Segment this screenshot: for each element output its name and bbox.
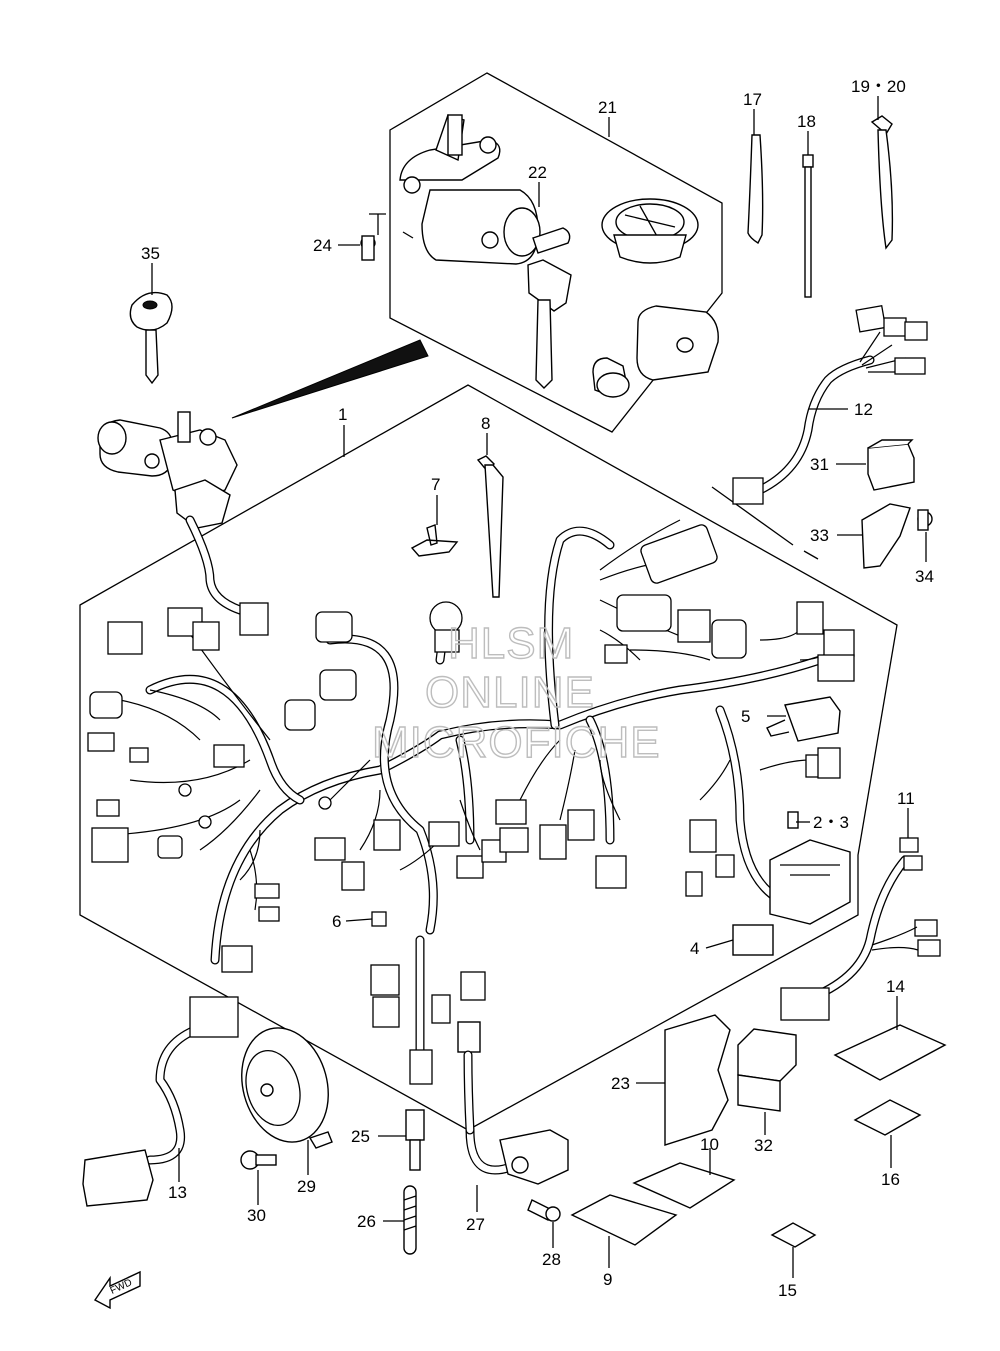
label-16 xyxy=(853,1099,922,1136)
label-15 xyxy=(770,1222,817,1248)
callout-labels: 1 2・3 4 5 6 7 8 9 10 11 12 13 14 15 16 1… xyxy=(141,77,934,1300)
callout-17: 17 xyxy=(743,90,762,109)
callout-31: 31 xyxy=(810,455,829,474)
callout-10: 10 xyxy=(700,1135,719,1154)
cable-tie-19-20 xyxy=(870,115,894,250)
callout-35: 35 xyxy=(141,244,160,263)
spring-26 xyxy=(403,1185,417,1255)
callout-28: 28 xyxy=(542,1250,561,1269)
callout-15: 15 xyxy=(778,1281,797,1300)
callout-4: 4 xyxy=(690,939,699,958)
callout-29: 29 xyxy=(297,1177,316,1196)
callout-33: 33 xyxy=(810,526,829,545)
plate-23 xyxy=(664,1014,731,1146)
callout-14: 14 xyxy=(886,977,905,996)
ignition-set-box xyxy=(389,72,723,433)
switch-25 xyxy=(405,1109,425,1171)
callout-7: 7 xyxy=(431,475,440,494)
bolt-30 xyxy=(240,1150,277,1170)
callout-21: 21 xyxy=(598,98,617,117)
ignition-lock-assembly xyxy=(360,114,719,398)
connector-4 xyxy=(732,924,774,956)
bolt-34 xyxy=(917,509,933,531)
screw-28 xyxy=(527,1199,561,1222)
sub-harness-13 xyxy=(82,996,239,1207)
label-10 xyxy=(632,1162,736,1209)
callout-13: 13 xyxy=(168,1183,187,1202)
cable-tie-18 xyxy=(802,154,814,298)
leader-lines xyxy=(151,96,927,1278)
main-harness-box xyxy=(79,384,898,1131)
bracket-33 xyxy=(861,503,911,569)
callout-19-20: 19・20 xyxy=(851,77,906,96)
callout-8: 8 xyxy=(481,414,490,433)
callout-1: 1 xyxy=(338,405,347,424)
callout-16: 16 xyxy=(881,1170,900,1189)
label-14 xyxy=(833,1024,947,1081)
callout-2-3: 2・3 xyxy=(813,813,849,832)
pointer-arrow xyxy=(231,339,429,419)
label-9 xyxy=(570,1194,678,1246)
callout-25: 25 xyxy=(351,1127,370,1146)
watermark-line-2: ONLINE xyxy=(425,668,595,717)
clamp-7 xyxy=(410,524,459,557)
cable-tie-8 xyxy=(476,455,504,598)
callout-12: 12 xyxy=(854,400,873,419)
fwd-arrow: FWD xyxy=(93,1270,141,1310)
watermark-line-3: MICROFICHE xyxy=(372,718,661,767)
callout-32: 32 xyxy=(754,1136,773,1155)
callout-24: 24 xyxy=(313,236,332,255)
horn-29 xyxy=(241,1027,333,1149)
ignition-switch xyxy=(97,411,269,636)
callout-23: 23 xyxy=(611,1074,630,1093)
cap-5 xyxy=(766,696,841,742)
watermark: HLSM ONLINE MICROFICHE xyxy=(371,618,661,767)
callout-30: 30 xyxy=(247,1206,266,1225)
callout-9: 9 xyxy=(603,1270,612,1289)
callout-11: 11 xyxy=(897,789,915,808)
callout-22: 22 xyxy=(528,163,547,182)
callout-34: 34 xyxy=(915,567,934,586)
callout-27: 27 xyxy=(466,1215,485,1234)
watermark-line-1: HLSM xyxy=(448,619,574,668)
relay-31 xyxy=(867,439,915,491)
sensor-27 xyxy=(457,1021,569,1185)
clamp-17 xyxy=(747,134,764,245)
sub-harness-11 xyxy=(780,837,941,1021)
callout-18: 18 xyxy=(797,112,816,131)
callout-26: 26 xyxy=(357,1212,376,1231)
main-harness xyxy=(87,519,855,1085)
callout-6: 6 xyxy=(332,912,341,931)
callout-5: 5 xyxy=(741,707,750,726)
ignition-key xyxy=(129,291,173,385)
relay-32 xyxy=(737,1028,797,1112)
